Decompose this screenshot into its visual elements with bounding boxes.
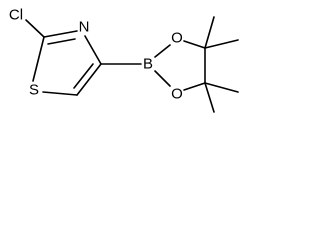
- bond-c4-c5: [76, 63, 102, 96]
- bond-c4-c5-double: [73, 63, 94, 89]
- atom-boron-label: B: [143, 56, 153, 73]
- bond-c5-s1: [42, 91, 78, 96]
- bond-n3-c4: [84, 35, 102, 65]
- atom-chlorine-label: Cl: [9, 7, 23, 24]
- dioxaborolane-ring: [154, 40, 206, 91]
- methyl-bottom-right: [204, 82, 239, 93]
- bond-c2-n3-double: [47, 38, 76, 45]
- methyl-bottom-down: [204, 82, 215, 113]
- methyl-groups: [204, 16, 239, 113]
- bond-b-o-top: [154, 44, 171, 58]
- atom-nitrogen-label: N: [79, 19, 90, 36]
- atom-oxygen-top-label: O: [171, 30, 183, 47]
- methyl-top-up: [204, 16, 215, 49]
- thiazole-ring: [32, 30, 102, 96]
- atom-oxygen-bottom-label: O: [171, 86, 183, 103]
- bond-o-bottom-c: [183, 82, 206, 91]
- methyl-top-right: [204, 39, 239, 49]
- bond-c2-n3: [43, 30, 78, 38]
- bond-o-top-c: [183, 40, 206, 49]
- chemical-structure: Cl N S B O O: [9, 7, 239, 113]
- bond-s1-c2: [32, 36, 45, 82]
- bond-b-o-bottom: [154, 70, 171, 87]
- bond-c2-cl: [25, 19, 45, 38]
- atom-sulfur-label: S: [29, 82, 39, 99]
